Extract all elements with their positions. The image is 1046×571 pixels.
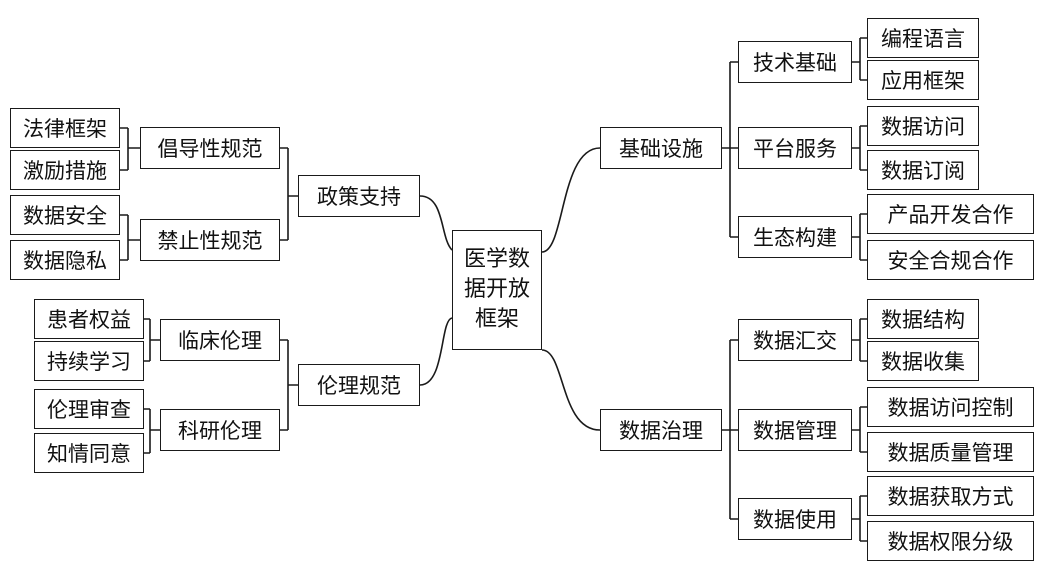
node-advocacy-norms: 倡导性规范 bbox=[140, 127, 280, 169]
node-tech-foundation: 技术基础 bbox=[738, 41, 852, 83]
leaf-data-collection: 数据收集 bbox=[867, 341, 979, 381]
node-research-ethics: 科研伦理 bbox=[160, 409, 280, 451]
leaf-permission-levels: 数据权限分级 bbox=[867, 521, 1034, 561]
node-data-governance: 数据治理 bbox=[600, 409, 722, 451]
node-infrastructure: 基础设施 bbox=[600, 127, 722, 169]
node-clinical-ethics: 临床伦理 bbox=[160, 319, 280, 361]
connector-root-governance bbox=[541, 349, 601, 431]
node-ethics: 伦理规范 bbox=[298, 364, 420, 406]
leaf-data-privacy: 数据隐私 bbox=[10, 240, 120, 280]
leaf-app-frameworks: 应用框架 bbox=[867, 60, 979, 100]
leaf-data-access: 数据访问 bbox=[867, 106, 979, 146]
connector-prohibition bbox=[120, 214, 140, 261]
node-prohibitive-norms: 禁止性规范 bbox=[140, 219, 280, 261]
connector-governance bbox=[722, 339, 738, 520]
connector-ethics bbox=[280, 339, 298, 431]
root-line-3: 框架 bbox=[474, 307, 519, 332]
node-data-management: 数据管理 bbox=[738, 409, 852, 451]
connector-usage bbox=[852, 495, 867, 542]
connector-root-infra bbox=[541, 147, 601, 253]
leaf-continuous-learning: 持续学习 bbox=[34, 341, 144, 381]
connector-policy bbox=[280, 147, 298, 241]
connector-root-policy bbox=[419, 195, 453, 251]
leaf-access-control: 数据访问控制 bbox=[867, 387, 1034, 427]
connector-research bbox=[144, 408, 160, 454]
leaf-quality-management: 数据质量管理 bbox=[867, 432, 1034, 472]
connector-advocacy bbox=[120, 127, 140, 171]
leaf-legal-framework: 法律框架 bbox=[10, 108, 120, 148]
leaf-informed-consent: 知情同意 bbox=[34, 433, 144, 473]
node-ecosystem: 生态构建 bbox=[738, 216, 852, 258]
leaf-ethics-review: 伦理审查 bbox=[34, 389, 144, 429]
node-platform-services: 平台服务 bbox=[738, 127, 852, 169]
node-data-exchange: 数据汇交 bbox=[738, 319, 852, 361]
connector-exchange bbox=[852, 318, 867, 362]
connector-clinical bbox=[144, 318, 160, 362]
leaf-data-subscription: 数据订阅 bbox=[867, 150, 979, 190]
leaf-compliance-coop: 安全合规合作 bbox=[867, 240, 1034, 280]
connector-root-ethics bbox=[419, 317, 453, 386]
connector-ecosystem bbox=[852, 213, 867, 261]
leaf-patient-rights: 患者权益 bbox=[34, 299, 144, 339]
leaf-product-dev-coop: 产品开发合作 bbox=[867, 194, 1034, 234]
leaf-acquisition-methods: 数据获取方式 bbox=[867, 476, 1034, 516]
root-line-1: 医学数 bbox=[463, 247, 530, 272]
root-node: 医学数 据开放 框架 bbox=[452, 230, 542, 350]
connector-platform bbox=[852, 125, 867, 171]
leaf-programming-languages: 编程语言 bbox=[867, 18, 979, 58]
connector-infra bbox=[722, 61, 738, 238]
connector-tech bbox=[852, 37, 867, 81]
leaf-incentives: 激励措施 bbox=[10, 150, 120, 190]
leaf-data-security: 数据安全 bbox=[10, 195, 120, 235]
node-policy: 政策支持 bbox=[298, 175, 420, 217]
node-data-usage: 数据使用 bbox=[738, 498, 852, 540]
root-line-2: 据开放 bbox=[463, 277, 530, 302]
connector-management bbox=[852, 406, 867, 453]
leaf-data-structure: 数据结构 bbox=[867, 299, 979, 339]
